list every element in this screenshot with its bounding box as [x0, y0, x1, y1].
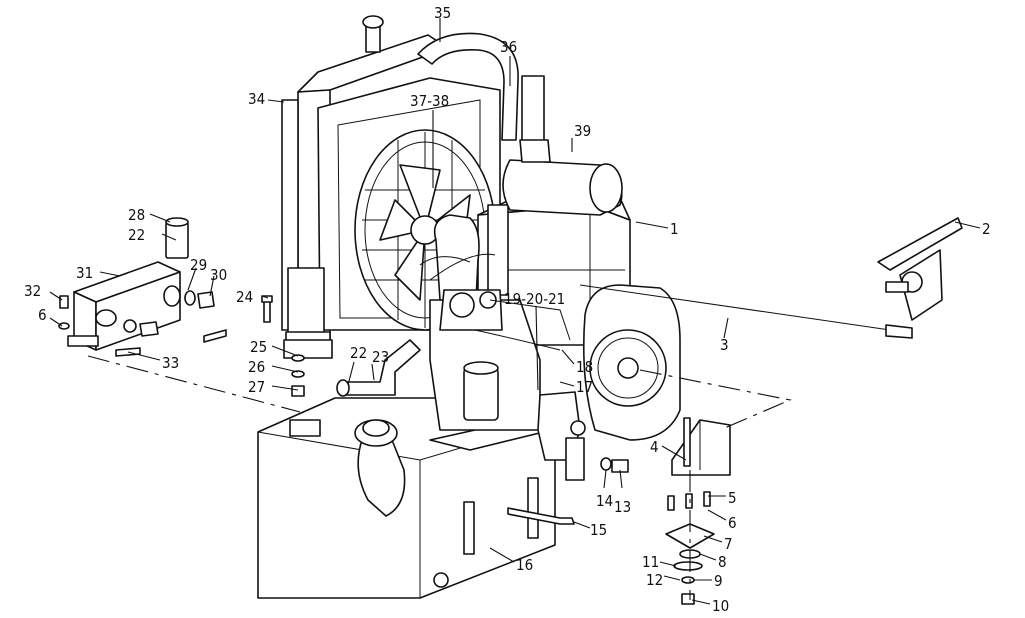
rubber-mount-stack: [665, 491, 715, 605]
loose-fasteners: [261, 295, 629, 525]
callout-22-cartridge: 22: [128, 226, 145, 244]
oil-filter: [463, 361, 499, 421]
radiator-upper-hose: [417, 32, 545, 161]
callout-17: 17: [576, 378, 593, 396]
callout-28: 28: [128, 206, 145, 224]
callout-labels: 1 2 3 4 5 6 6 7 8 9 10 11 12 13 14 15 16…: [24, 4, 991, 615]
alignment-line-cooler: [87, 355, 301, 413]
hydraulic-pump: [537, 391, 586, 481]
callout-33: 33: [162, 354, 179, 372]
callout-36: 36: [500, 38, 517, 56]
flywheel-housing: [582, 284, 681, 441]
callout-35: 35: [434, 4, 451, 22]
callout-32: 32: [24, 282, 41, 300]
callout-26: 26: [248, 358, 265, 376]
callout-7: 7: [724, 535, 733, 553]
oil-cooler: [67, 261, 181, 351]
callout-14: 14: [596, 492, 613, 510]
callout-30: 30: [210, 266, 227, 284]
callout-22-hose: 22: [350, 344, 367, 362]
callout-15: 15: [590, 521, 607, 539]
leader-lines: [49, 18, 981, 605]
engine-mount-bracket: [671, 417, 731, 476]
callout-3: 3: [720, 336, 729, 354]
engine-hoses: [336, 253, 571, 397]
callout-24: 24: [236, 288, 253, 306]
callout-6-mount: 6: [728, 514, 737, 532]
callout-27: 27: [248, 378, 265, 396]
callout-6-cooler: 6: [38, 306, 47, 324]
callout-39: 39: [574, 122, 591, 140]
accelerator-pedal: [877, 217, 963, 321]
callout-13: 13: [614, 498, 631, 516]
cable-end: [885, 324, 913, 339]
callout-10: 10: [712, 597, 729, 615]
callout-29: 29: [190, 256, 207, 274]
callout-12: 12: [646, 571, 663, 589]
callout-23: 23: [372, 348, 389, 366]
callout-8: 8: [718, 553, 727, 571]
fuel-filter-assembly: [433, 214, 503, 331]
callout-31: 31: [76, 264, 93, 282]
callout-25: 25: [250, 338, 267, 356]
callout-9: 9: [714, 572, 723, 590]
filter-cartridge: [165, 217, 189, 259]
callout-19-20-21: 19-20-21: [504, 290, 565, 308]
callout-34: 34: [248, 90, 265, 108]
callout-4: 4: [650, 438, 659, 456]
cooler-fittings: [58, 290, 227, 357]
callout-16: 16: [516, 556, 533, 574]
tank-filler-neck: [354, 419, 406, 517]
throttle-cable: [579, 284, 891, 331]
radiator-cap: [362, 15, 384, 53]
callout-11: 11: [642, 553, 659, 571]
alignment-line-mount: [639, 369, 792, 431]
callout-37-38: 37-38: [410, 92, 449, 110]
callout-2: 2: [982, 220, 991, 238]
air-filter: [502, 139, 623, 216]
callout-5: 5: [728, 489, 737, 507]
callout-1: 1: [670, 220, 679, 238]
callout-18: 18: [576, 358, 593, 376]
